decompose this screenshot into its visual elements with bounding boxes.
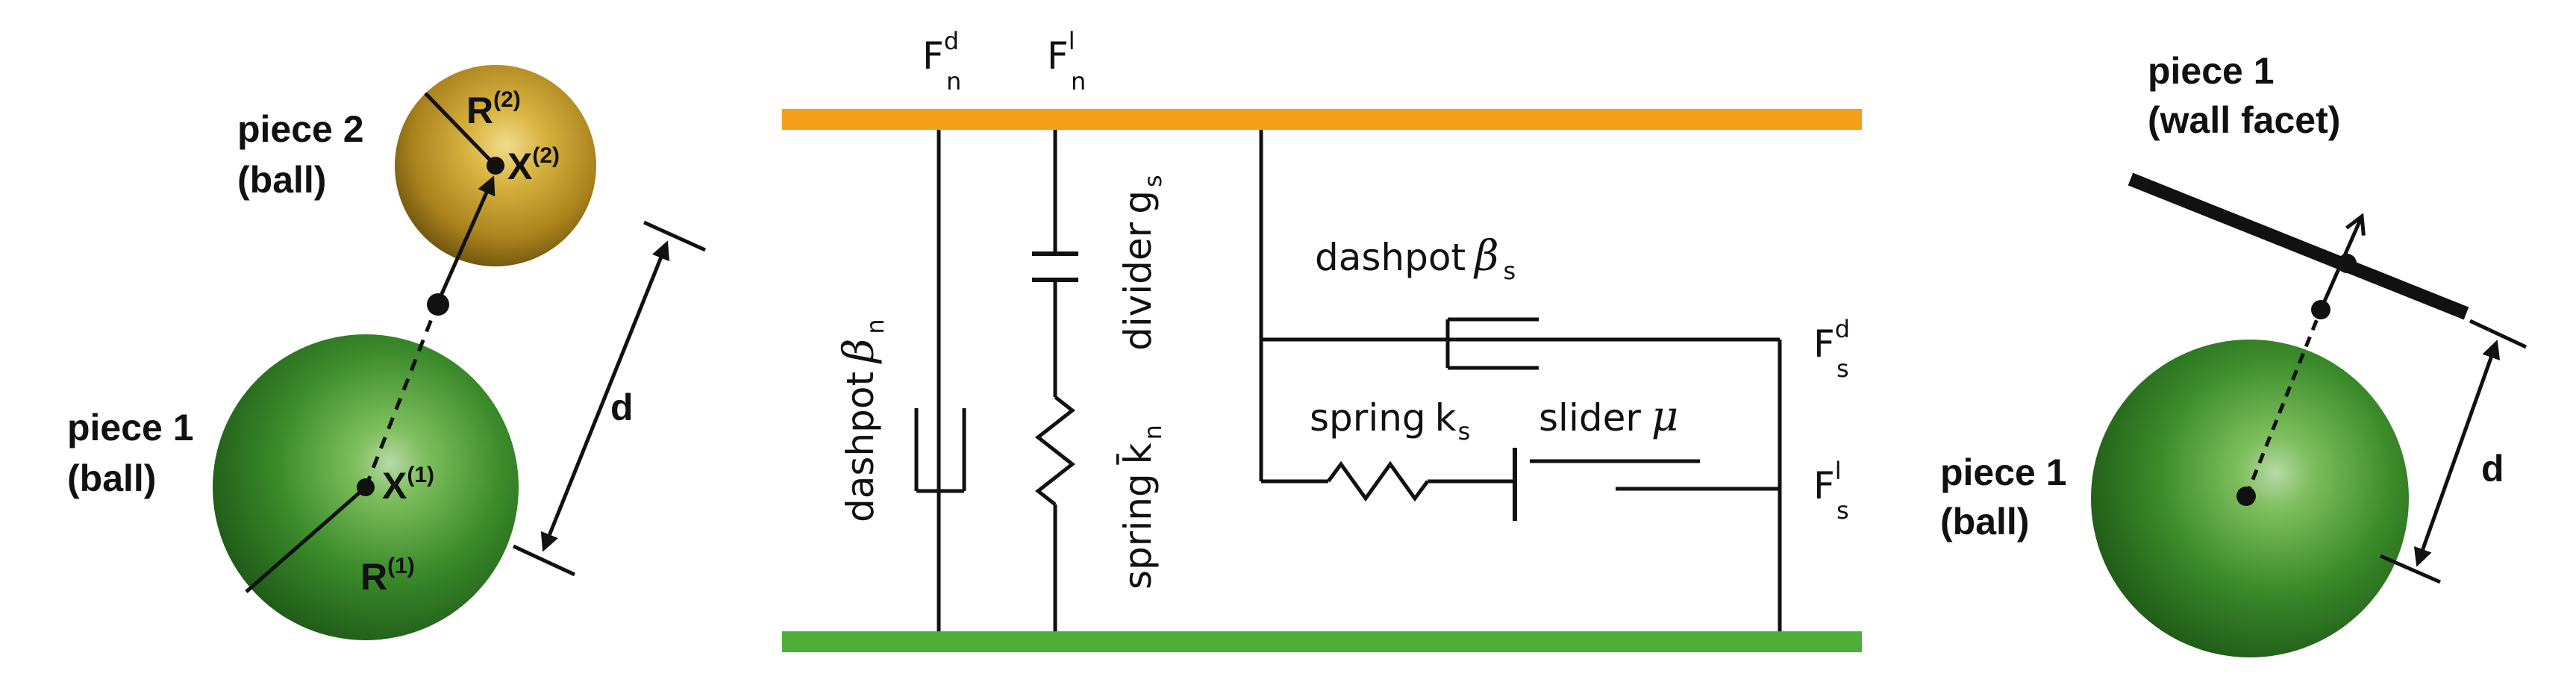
radius-1-label: R(1) [360,554,415,598]
piece-1-label: piece 1 [67,407,194,448]
wall-facet-sublabel: (wall facet) [2148,99,2340,141]
distance-tick-top-right [2469,319,2527,349]
normal-dashpot-label: dashpotβn [835,319,890,522]
normal-spring-divider [1032,130,1078,631]
distance-label: d [610,387,634,428]
left-panel: piece 2 (ball) piece 1 (ball) R(2) X(2) … [67,65,707,640]
center-connector-arrow [436,175,495,304]
middle-panel: Fd n Fl n Fd s Fl s dashpotβn springk̄n … [782,27,1862,652]
center-2-dot [487,157,504,175]
shear-damping-force-label: Fd [1813,315,1850,366]
ball-right-sublabel: (ball) [1940,501,2029,543]
contact-point-dot-right [2311,300,2330,319]
wall-facet [2128,172,2469,320]
ball-right-label: piece 1 [1940,451,2067,493]
ball-center-dot [2236,487,2256,506]
distance-label-right: d [2481,448,2504,490]
divider-label: dividergs [1116,175,1167,351]
radius-2-label: R(2) [466,87,521,131]
distance-tick-top [643,220,707,252]
normal-damping-force-label: Fd [922,27,959,78]
distance-tick-bottom [512,544,576,577]
center-1-label: X(1) [382,463,434,507]
normal-damping-force-sub: n [946,67,961,96]
piece-2-sublabel: (ball) [237,159,326,201]
radius-2-line [424,92,497,167]
piece-1-sublabel: (ball) [67,457,156,499]
contact-point-dot [427,293,449,316]
wall-facet-label: piece 1 [2148,50,2275,92]
piece-2-label: piece 2 [237,108,364,150]
radius-1-line [245,486,367,593]
wall-contact-dot [2337,254,2357,273]
normal-spring-label: springk̄n [1116,425,1167,590]
shear-branch [1259,130,1782,631]
normal-dashpot [914,130,966,631]
center-2-label: X(2) [507,143,560,187]
shear-linear-force-sub: s [1836,496,1849,525]
shear-damping-force-sub: s [1836,354,1849,383]
normal-linear-force-label: Fl [1047,27,1075,78]
normal-dashed-line [2244,309,2323,497]
shear-linear-force-label: Fl [1813,457,1842,507]
distance-tick-bottom-right [2379,554,2442,584]
right-panel: piece 1 (wall facet) piece 1 (ball) d [1940,50,2527,657]
normal-linear-force-sub: n [1071,67,1086,96]
distance-arrow [540,240,670,552]
center-1-dot [357,478,375,496]
distance-arrow-right [2413,340,2501,567]
